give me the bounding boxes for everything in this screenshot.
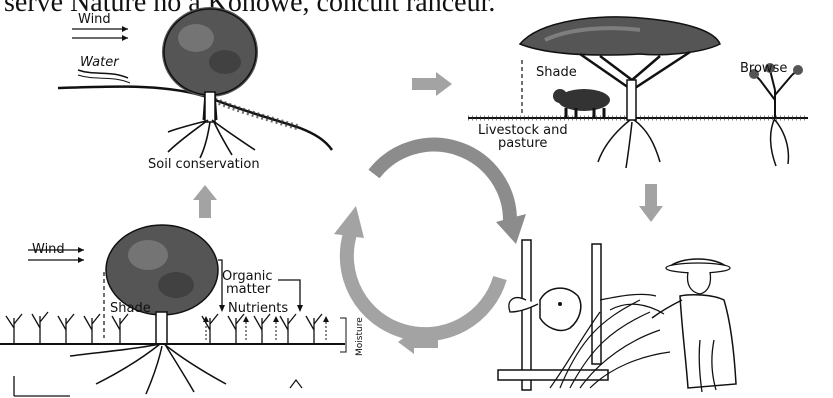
browse-label: Browse xyxy=(740,62,787,76)
wind-arrows-top xyxy=(72,26,128,41)
crops-wind-label: Wind xyxy=(32,243,65,257)
farmer xyxy=(652,259,736,392)
livestock-caption-line2: pasture xyxy=(498,137,547,151)
arrow-right-top xyxy=(412,72,452,96)
soil-conservation-panel xyxy=(58,7,332,158)
arrow-down-right xyxy=(639,184,663,222)
soil-water-label: Water xyxy=(80,56,119,70)
cow xyxy=(509,288,581,330)
soil-tree xyxy=(162,7,258,158)
livestock-shade-label: Shade xyxy=(536,66,577,80)
moisture-label: Moisture xyxy=(355,317,365,356)
nutrients-label: Nutrients xyxy=(228,302,288,316)
organic-matter-line2: matter xyxy=(226,283,270,297)
arrow-up-left xyxy=(193,185,217,218)
browse-shrub xyxy=(749,63,803,166)
soil-conservation-caption: Soil conservation xyxy=(148,158,260,172)
livestock-animal xyxy=(553,89,610,118)
cycle-arrows xyxy=(334,145,526,335)
soil-wind-label: Wind xyxy=(78,13,111,27)
cut-and-carry-panel xyxy=(498,240,736,392)
crops-shade-label: Shade xyxy=(110,302,151,316)
